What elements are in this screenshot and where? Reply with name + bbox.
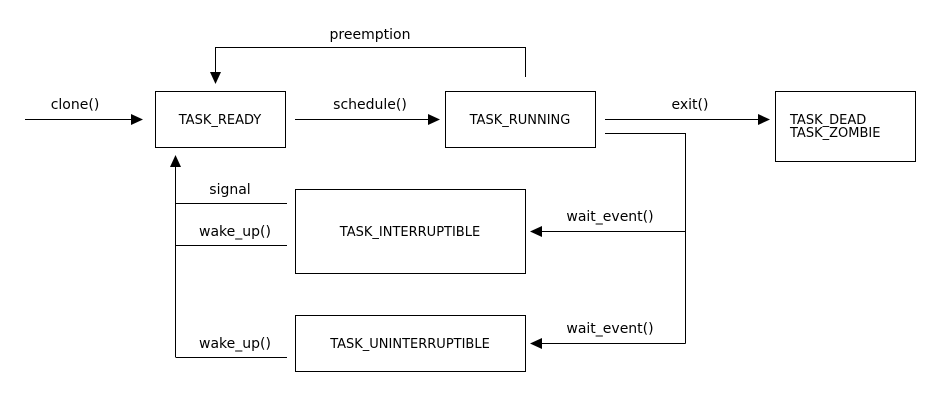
state-task-interruptible: TASK_INTERRUPTIBLE xyxy=(295,189,526,274)
edge-clone-arrowhead xyxy=(131,114,143,125)
edge-clone-label: clone() xyxy=(51,97,100,113)
edge-wait-event-trunk-line xyxy=(605,133,686,344)
edge-wake-trunk xyxy=(170,155,181,357)
edge-preemption-line xyxy=(215,47,526,77)
edge-exit: exit() xyxy=(605,97,770,125)
edge-exit-arrowhead xyxy=(758,114,770,125)
edge-wake-up-interruptible: wake_up() xyxy=(175,224,287,246)
edge-wake-up-uninterruptible-label: wake_up() xyxy=(199,336,271,352)
edge-wake-up-uninterruptible: wake_up() xyxy=(175,336,287,358)
edge-wait-event-uninterruptible: wait_event() xyxy=(530,321,686,349)
edge-schedule-arrowhead xyxy=(428,114,440,125)
state-task-running-box xyxy=(445,91,596,148)
state-task-uninterruptible-box xyxy=(295,315,526,372)
edge-schedule: schedule() xyxy=(295,97,440,125)
state-task-dead-zombie: TASK_DEAD TASK_ZOMBIE xyxy=(775,91,916,162)
edge-preemption-label: preemption xyxy=(330,27,411,43)
state-task-dead-zombie-box xyxy=(775,91,916,162)
edge-wait-event-trunk xyxy=(605,133,686,344)
state-task-ready-label: TASK_READY xyxy=(178,113,262,128)
edge-wake-trunk-arrowhead xyxy=(170,155,181,167)
edge-signal: signal xyxy=(175,182,287,204)
state-task-dead-label: TASK_DEAD xyxy=(789,113,866,128)
edge-wake-up-interruptible-label: wake_up() xyxy=(199,224,271,240)
edge-wait-event-interruptible-label: wait_event() xyxy=(566,209,653,225)
edge-wait-event-interruptible-arrowhead xyxy=(530,226,542,237)
state-task-ready-box xyxy=(155,91,286,148)
edge-preemption: preemption xyxy=(210,27,526,84)
edge-clone: clone() xyxy=(25,97,143,125)
edge-exit-label: exit() xyxy=(672,97,709,113)
state-task-running: TASK_RUNNING xyxy=(445,91,596,148)
state-task-uninterruptible: TASK_UNINTERRUPTIBLE xyxy=(295,315,526,372)
edge-wait-event-interruptible: wait_event() xyxy=(530,209,686,237)
edge-wait-event-uninterruptible-label: wait_event() xyxy=(566,321,653,337)
state-task-interruptible-box xyxy=(295,189,526,274)
edge-schedule-label: schedule() xyxy=(333,97,407,113)
edge-preemption-arrowhead xyxy=(210,72,221,84)
edge-signal-label: signal xyxy=(209,182,250,198)
state-task-ready: TASK_READY xyxy=(155,91,286,148)
state-task-zombie-label: TASK_ZOMBIE xyxy=(789,126,880,141)
state-task-uninterruptible-label: TASK_UNINTERRUPTIBLE xyxy=(329,337,490,352)
edge-wait-event-uninterruptible-arrowhead xyxy=(530,338,542,349)
state-task-interruptible-label: TASK_INTERRUPTIBLE xyxy=(339,225,480,240)
state-task-running-label: TASK_RUNNING xyxy=(469,113,571,128)
